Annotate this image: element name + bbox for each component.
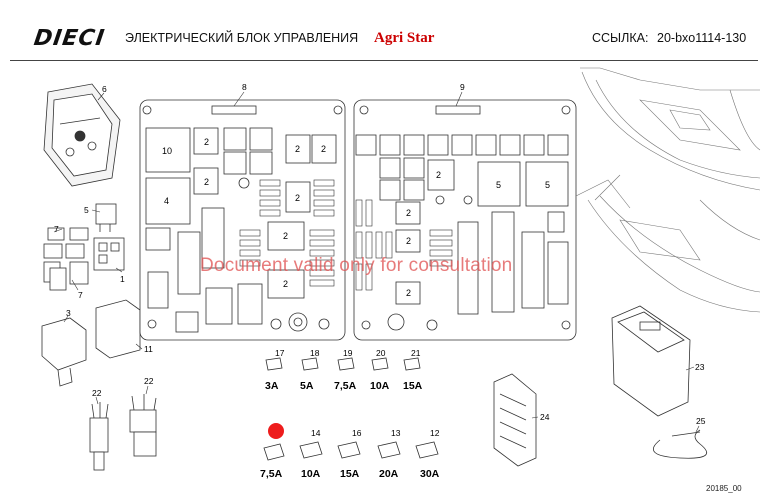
reference-code: 20-bxo1114-130	[657, 31, 747, 45]
callout-19: 19	[343, 348, 353, 358]
callout-23: 23	[695, 362, 705, 372]
fuse-holder-block-part[interactable]	[493, 373, 537, 467]
relay-bracket-part[interactable]	[41, 317, 87, 387]
callout-13: 13	[391, 428, 401, 438]
callout-16: 16	[352, 428, 362, 438]
board9-label: 2	[406, 288, 411, 298]
callout-14: 14	[311, 428, 321, 438]
fuse-rating-label: 20A	[379, 468, 399, 480]
callout-7: 7	[54, 224, 59, 234]
callout-7: 7	[78, 290, 83, 300]
callout-20: 20	[376, 348, 386, 358]
callout-9: 9	[460, 82, 465, 92]
fuse-rating-label: 3A	[265, 380, 279, 392]
callout-12: 12	[430, 428, 440, 438]
board9-label: 2	[406, 208, 411, 218]
callout-18: 18	[310, 348, 320, 358]
fuse-rating-label: 7,5A	[334, 380, 357, 392]
callout-22: 22	[144, 376, 154, 386]
callout-8: 8	[242, 82, 247, 92]
highlighted-fuse-marker[interactable]	[268, 423, 284, 439]
callout-22: 22	[92, 388, 102, 398]
callout-24: 24	[540, 412, 550, 422]
sensor-cable-part[interactable]	[653, 429, 707, 459]
fuse-icons-row1	[265, 357, 421, 371]
callout-1: 1	[120, 274, 125, 284]
fuse-rating-label: 7,5A	[260, 468, 283, 480]
board8-label: 2	[321, 144, 326, 154]
relay-small-part[interactable]	[95, 203, 117, 232]
dieci-logo: DIECI	[32, 26, 107, 51]
fuse-board-8[interactable]	[139, 99, 346, 341]
exploded-parts-diagram: 10 4 2 2 2 2 2 2 2 2 2 2 2 5 5 6 5 7 7 1…	[41, 67, 761, 480]
fuse-rating-label: 5A	[300, 380, 314, 392]
board9-label-5: 5	[496, 180, 501, 190]
relay-sockets-part[interactable]	[43, 227, 89, 291]
callout-11: 11	[144, 344, 153, 354]
callout-21: 21	[411, 348, 421, 358]
fuse-rating-label: 15A	[340, 468, 360, 480]
fuse-rating-label: 10A	[301, 468, 321, 480]
ecu-module-part[interactable]	[611, 305, 691, 417]
board9-label: 2	[436, 170, 441, 180]
header-divider	[10, 60, 758, 61]
fuse-icons-row2	[263, 441, 439, 461]
board8-label-10: 10	[162, 146, 172, 156]
callout-25: 25	[696, 416, 706, 426]
model-name: Agri Star	[374, 30, 435, 46]
callout-5: 5	[84, 205, 89, 215]
watermark-text: Document valid only for consultation	[200, 255, 513, 276]
board8-label: 2	[283, 279, 288, 289]
callout-17: 17	[275, 348, 285, 358]
fuse-rating-label: 10A	[370, 380, 390, 392]
board9-label-5: 5	[545, 180, 550, 190]
board8-label: 2	[295, 193, 300, 203]
board8-label: 2	[204, 177, 209, 187]
flasher-unit-part[interactable]	[95, 299, 141, 359]
board8-label: 2	[204, 137, 209, 147]
relay-socket-part[interactable]	[93, 237, 125, 271]
fuse-board-9[interactable]	[353, 99, 577, 341]
control-panel-part[interactable]	[43, 83, 121, 187]
connector-plug-part[interactable]	[89, 394, 157, 471]
board8-label: 2	[295, 144, 300, 154]
reference-label: ССЫЛКА:	[592, 31, 649, 45]
board8-label-4: 4	[164, 196, 169, 206]
callout-6: 6	[102, 84, 107, 94]
page-title: ЭЛЕКТРИЧЕСКИЙ БЛОК УПРАВЛЕНИЯ	[125, 31, 359, 45]
cab-dashboard-view	[575, 67, 761, 313]
drawing-code: 20185_00	[706, 484, 742, 493]
board9-label: 2	[406, 236, 411, 246]
leader-lines	[53, 91, 700, 433]
fuse-rating-label: 15A	[403, 380, 423, 392]
board8-label: 2	[283, 231, 288, 241]
page-header: DIECI ЭЛЕКТРИЧЕСКИЙ БЛОК УПРАВЛЕНИЯ Agri…	[0, 0, 768, 62]
fuse-rating-label: 30A	[420, 468, 440, 480]
callout-3: 3	[66, 308, 71, 318]
